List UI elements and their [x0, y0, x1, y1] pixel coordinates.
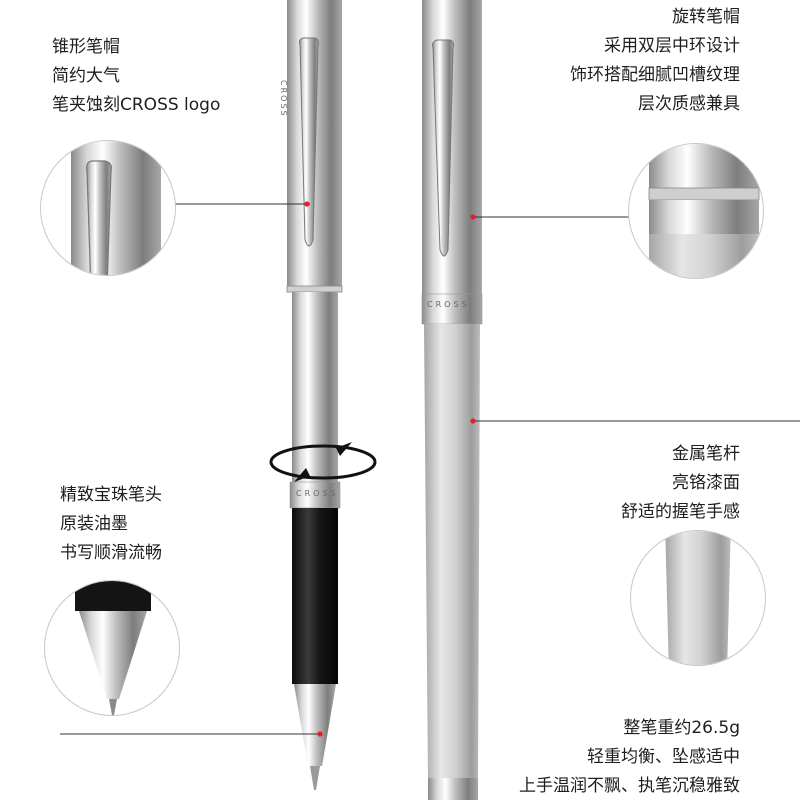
- caption-cap-rotate-line-2: 采用双层中环设计: [604, 36, 740, 56]
- left-pen-clip: [298, 37, 320, 247]
- caption-weight: 整笔重约26.5g 轻重均衡、坠感适中 上手温润不飘、执笔沉稳雅致: [519, 714, 740, 801]
- caption-barrel-line-2: 亮铬漆面: [672, 473, 740, 493]
- marker-cap-rotate: [470, 214, 476, 220]
- detail-circle-barrel: [630, 530, 766, 666]
- caption-ballpoint-tip-line-2: 原装油墨: [60, 514, 128, 534]
- center-ring-closeup: [648, 144, 760, 278]
- detail-circle-cap-clip: [40, 140, 176, 276]
- cap-clip-closeup: [71, 141, 161, 275]
- center-ring-brand-engraving: CROSS: [296, 489, 339, 498]
- left-pen-barrel: [292, 292, 338, 484]
- caption-cap-rotate-line-4: 层次质感兼具: [638, 94, 740, 114]
- detail-circle-center-ring: [628, 143, 764, 279]
- left-pen-tip: [310, 766, 320, 790]
- caption-cap-rotate-line-1: 旋转笔帽: [672, 7, 740, 27]
- left-pen: [269, 0, 377, 790]
- caption-barrel-line-1: 金属笔杆: [672, 444, 740, 464]
- clip-brand-engraving: CROSS: [279, 80, 288, 118]
- detail-circle-tip: [44, 580, 180, 716]
- caption-cap-shape-line-3: 笔夹蚀刻CROSS logo: [52, 95, 221, 115]
- rotate-arrowhead-bottom-icon: [294, 468, 310, 482]
- caption-ballpoint-tip: 精致宝珠笔头 原装油墨 书写顺滑流畅: [60, 481, 162, 568]
- cap-ring-brand-engraving: CROSS: [427, 300, 470, 309]
- left-pen-cap-ring: [286, 285, 343, 293]
- rotate-arrow-icon: [269, 444, 377, 480]
- right-pen-center-ring: [421, 293, 483, 325]
- marker-barrel: [470, 418, 476, 424]
- barrel-closeup: [665, 531, 731, 665]
- rotate-arrowhead-top-icon: [336, 442, 352, 456]
- caption-barrel-line-3: 舒适的握笔手感: [621, 502, 740, 522]
- caption-ballpoint-tip-line-1: 精致宝珠笔头: [60, 485, 162, 505]
- right-pen-clip: [432, 39, 455, 257]
- tip-closeup: [75, 581, 151, 715]
- marker-tip: [317, 731, 323, 737]
- left-pen-grip: [292, 508, 338, 684]
- left-pen-center-ring: [289, 481, 341, 509]
- caption-cap-shape-line-2: 简约大气: [52, 66, 120, 86]
- caption-cap-rotate-line-3: 饰环搭配细腻凹槽纹理: [570, 65, 740, 85]
- caption-cap-shape-line-1: 锥形笔帽: [52, 37, 120, 57]
- right-pen-end-cap: [428, 778, 478, 800]
- left-pen-cone: [294, 684, 336, 766]
- caption-cap-shape: 锥形笔帽 简约大气 笔夹蚀刻CROSS logo: [52, 33, 220, 120]
- caption-weight-line-1: 整笔重约26.5g: [623, 718, 740, 738]
- right-pen: [421, 0, 483, 800]
- caption-cap-rotate: 旋转笔帽 采用双层中环设计 饰环搭配细腻凹槽纹理 层次质感兼具: [570, 3, 740, 119]
- marker-cap-shape: [304, 201, 310, 207]
- right-pen-barrel: [424, 324, 480, 780]
- caption-barrel: 金属笔杆 亮铬漆面 舒适的握笔手感: [621, 440, 740, 527]
- caption-ballpoint-tip-line-3: 书写顺滑流畅: [60, 543, 162, 563]
- caption-weight-line-3: 上手温润不飘、执笔沉稳雅致: [519, 776, 740, 796]
- caption-weight-line-2: 轻重均衡、坠感适中: [587, 747, 740, 767]
